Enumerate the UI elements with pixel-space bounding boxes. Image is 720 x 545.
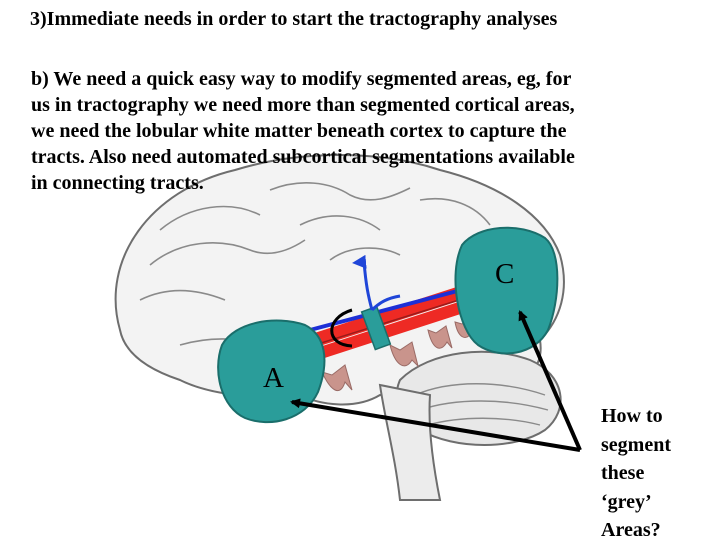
body-line: us in tractography we need more than seg… xyxy=(31,94,575,116)
pointer-arrow-to-a xyxy=(290,398,581,452)
cerebellum xyxy=(395,350,562,446)
question-line: How to xyxy=(601,405,663,427)
body-line: b) We need a quick easy way to modify se… xyxy=(31,68,572,90)
question-line: segment xyxy=(601,433,671,456)
body-paragraph: b) We need a quick easy way to modify se… xyxy=(31,66,701,196)
brainstem xyxy=(378,383,442,501)
grey-area-c xyxy=(454,226,559,355)
question-line: these xyxy=(601,462,645,484)
blue-up-arrow xyxy=(352,254,374,311)
area-label-a: A xyxy=(263,362,284,394)
tract-roi-marker xyxy=(360,305,392,351)
grey-area-a xyxy=(217,319,326,424)
pointer-arrow-to-c xyxy=(518,310,582,451)
body-line: in connecting tracts. xyxy=(31,172,204,194)
black-curve xyxy=(330,308,353,348)
question-text: How to segment these ‘grey’ Areas? xyxy=(601,402,671,545)
area-label-c: C xyxy=(495,258,515,290)
body-line: tracts. Also need automated subcortical … xyxy=(31,146,575,168)
question-line: Areas? xyxy=(601,519,661,541)
question-line: ‘grey’ xyxy=(601,490,652,513)
blue-side-arrow xyxy=(370,294,401,312)
slide-title: 3)Immediate needs in order to start the … xyxy=(30,8,558,30)
body-line: we need the lobular white matter beneath… xyxy=(31,120,567,142)
